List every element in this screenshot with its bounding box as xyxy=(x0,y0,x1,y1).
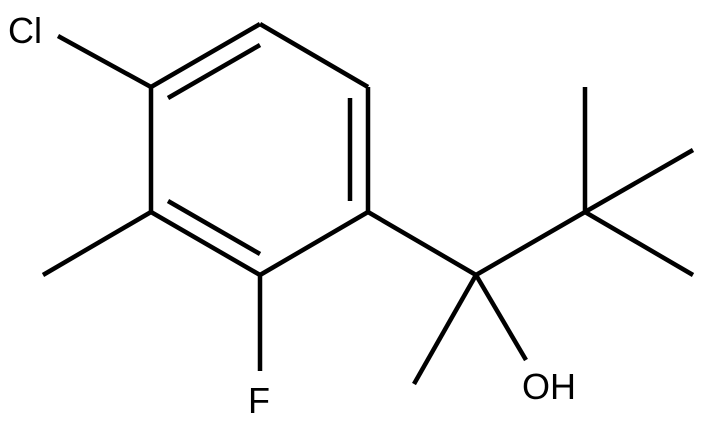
double-bond-inner-bottom xyxy=(166,199,262,256)
atom-labels: Cl F OH xyxy=(8,10,576,421)
double-bond-inner-top xyxy=(166,43,262,100)
bond-carbinol-methyl xyxy=(412,273,478,386)
bond-tbutyl-methyl-upright xyxy=(583,148,695,214)
bond-tbutyl-methyl-downright xyxy=(583,210,695,277)
benzene-ring xyxy=(148,22,371,277)
fluorine-label: F xyxy=(248,380,270,421)
bond-methyl-ring xyxy=(41,210,153,277)
bond-carbinol-quaternary xyxy=(474,210,587,277)
substituents xyxy=(41,34,695,386)
ring-bond-c4-c5 xyxy=(258,210,370,277)
ring-bond-c5-c6 xyxy=(149,210,262,277)
ring-bond-c1-c2 xyxy=(149,22,262,89)
chlorine-label: Cl xyxy=(8,10,42,51)
bond-carbinol-oxygen xyxy=(474,273,528,362)
bond-c1-chlorine xyxy=(56,34,153,89)
hydroxyl-label: OH xyxy=(522,366,576,407)
ring-bond-c2-c3 xyxy=(258,22,370,89)
bond-c4-carbinol xyxy=(366,210,478,277)
